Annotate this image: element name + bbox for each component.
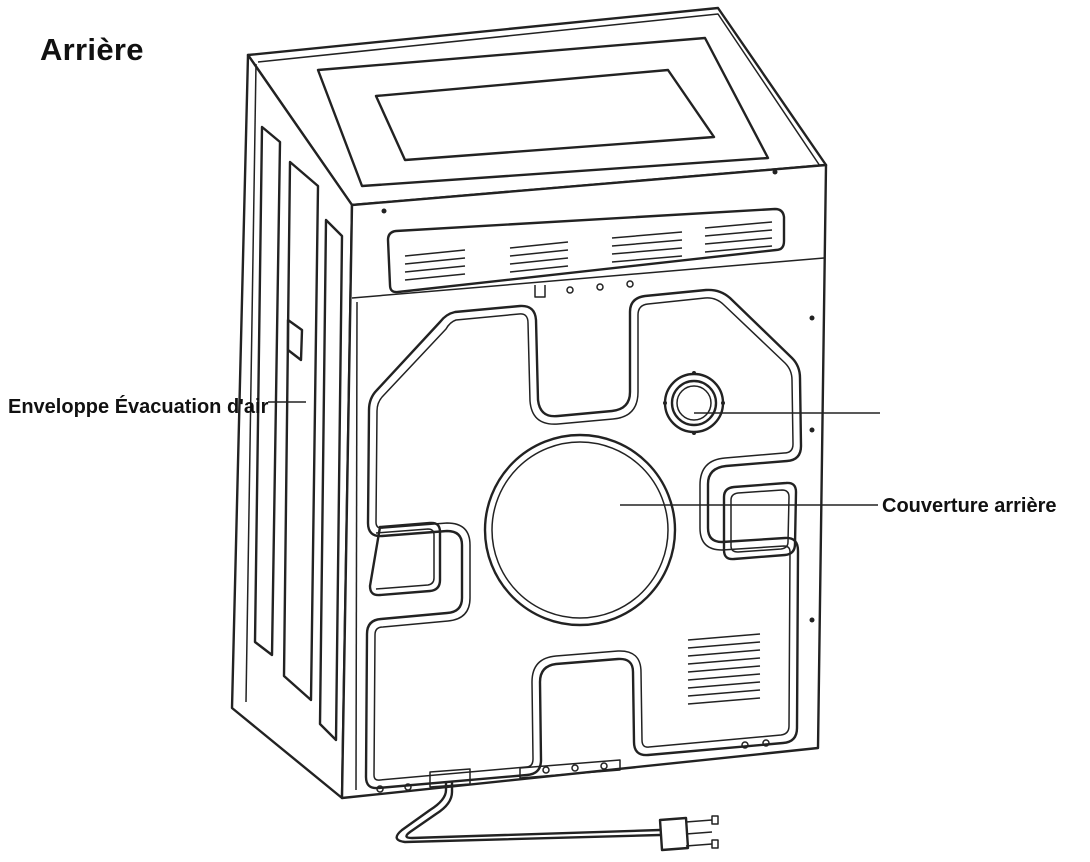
dryer-back-panel: [340, 163, 828, 800]
bottom-bracket: [376, 739, 770, 793]
vent-strip: [386, 207, 786, 298]
air-exhaust-port: [663, 371, 725, 435]
page-title: Arrière: [40, 32, 144, 67]
leader-lines: [268, 401, 880, 506]
vent-louvers: [404, 221, 773, 281]
air-exhaust-label: Enveloppe Évacuation d'air: [8, 396, 269, 418]
lower-vent-louvers: [687, 633, 761, 705]
rear-cover-circle: [483, 433, 677, 627]
rear-cover-emboss: [364, 288, 803, 790]
rear-cover-label: Couverture arrière: [882, 495, 1057, 517]
power-cord: [395, 781, 719, 852]
